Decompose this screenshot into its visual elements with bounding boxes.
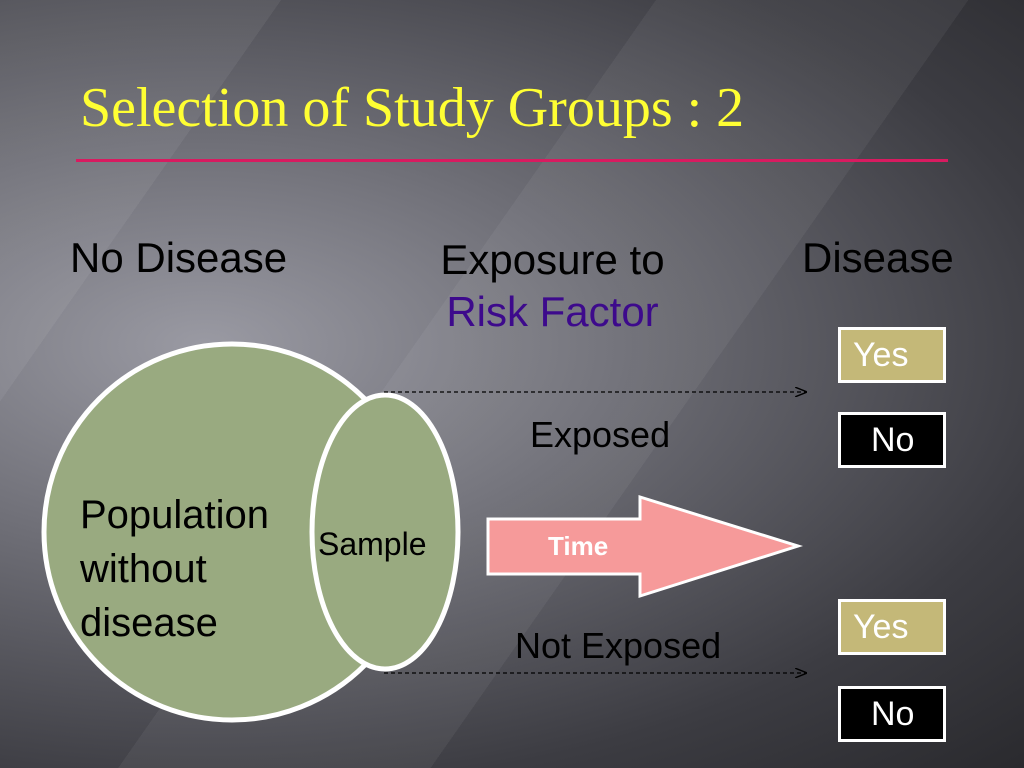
time-label: Time	[548, 531, 609, 561]
time-arrow	[486, 494, 804, 599]
exposure-heading-line1: Exposure to	[440, 236, 665, 283]
no-disease-heading: No Disease	[70, 234, 288, 281]
title-divider	[76, 159, 948, 162]
slide-title: Selection of Study Groups : 2	[80, 77, 745, 139]
not-exposed-disease-no-box: No	[838, 686, 946, 742]
disease-heading: Disease	[802, 234, 954, 281]
not-exposed-label: Not Exposed	[515, 625, 722, 666]
exposure-heading: Exposure to Risk Factor	[420, 234, 685, 338]
exposed-disease-no-box: No	[838, 412, 946, 468]
exposed-disease-yes-box: Yes	[838, 327, 946, 383]
population-label-line3: disease	[80, 601, 218, 645]
exposed-label: Exposed	[530, 414, 671, 455]
population-label: Population without disease	[80, 488, 269, 650]
population-label-line2: without	[80, 547, 207, 591]
sample-label: Sample	[318, 526, 427, 562]
risk-factor-heading: Risk Factor	[446, 288, 659, 335]
sample-ellipse	[309, 392, 461, 672]
not-exposed-disease-yes-box: Yes	[838, 599, 946, 655]
population-label-line1: Population	[80, 493, 270, 537]
